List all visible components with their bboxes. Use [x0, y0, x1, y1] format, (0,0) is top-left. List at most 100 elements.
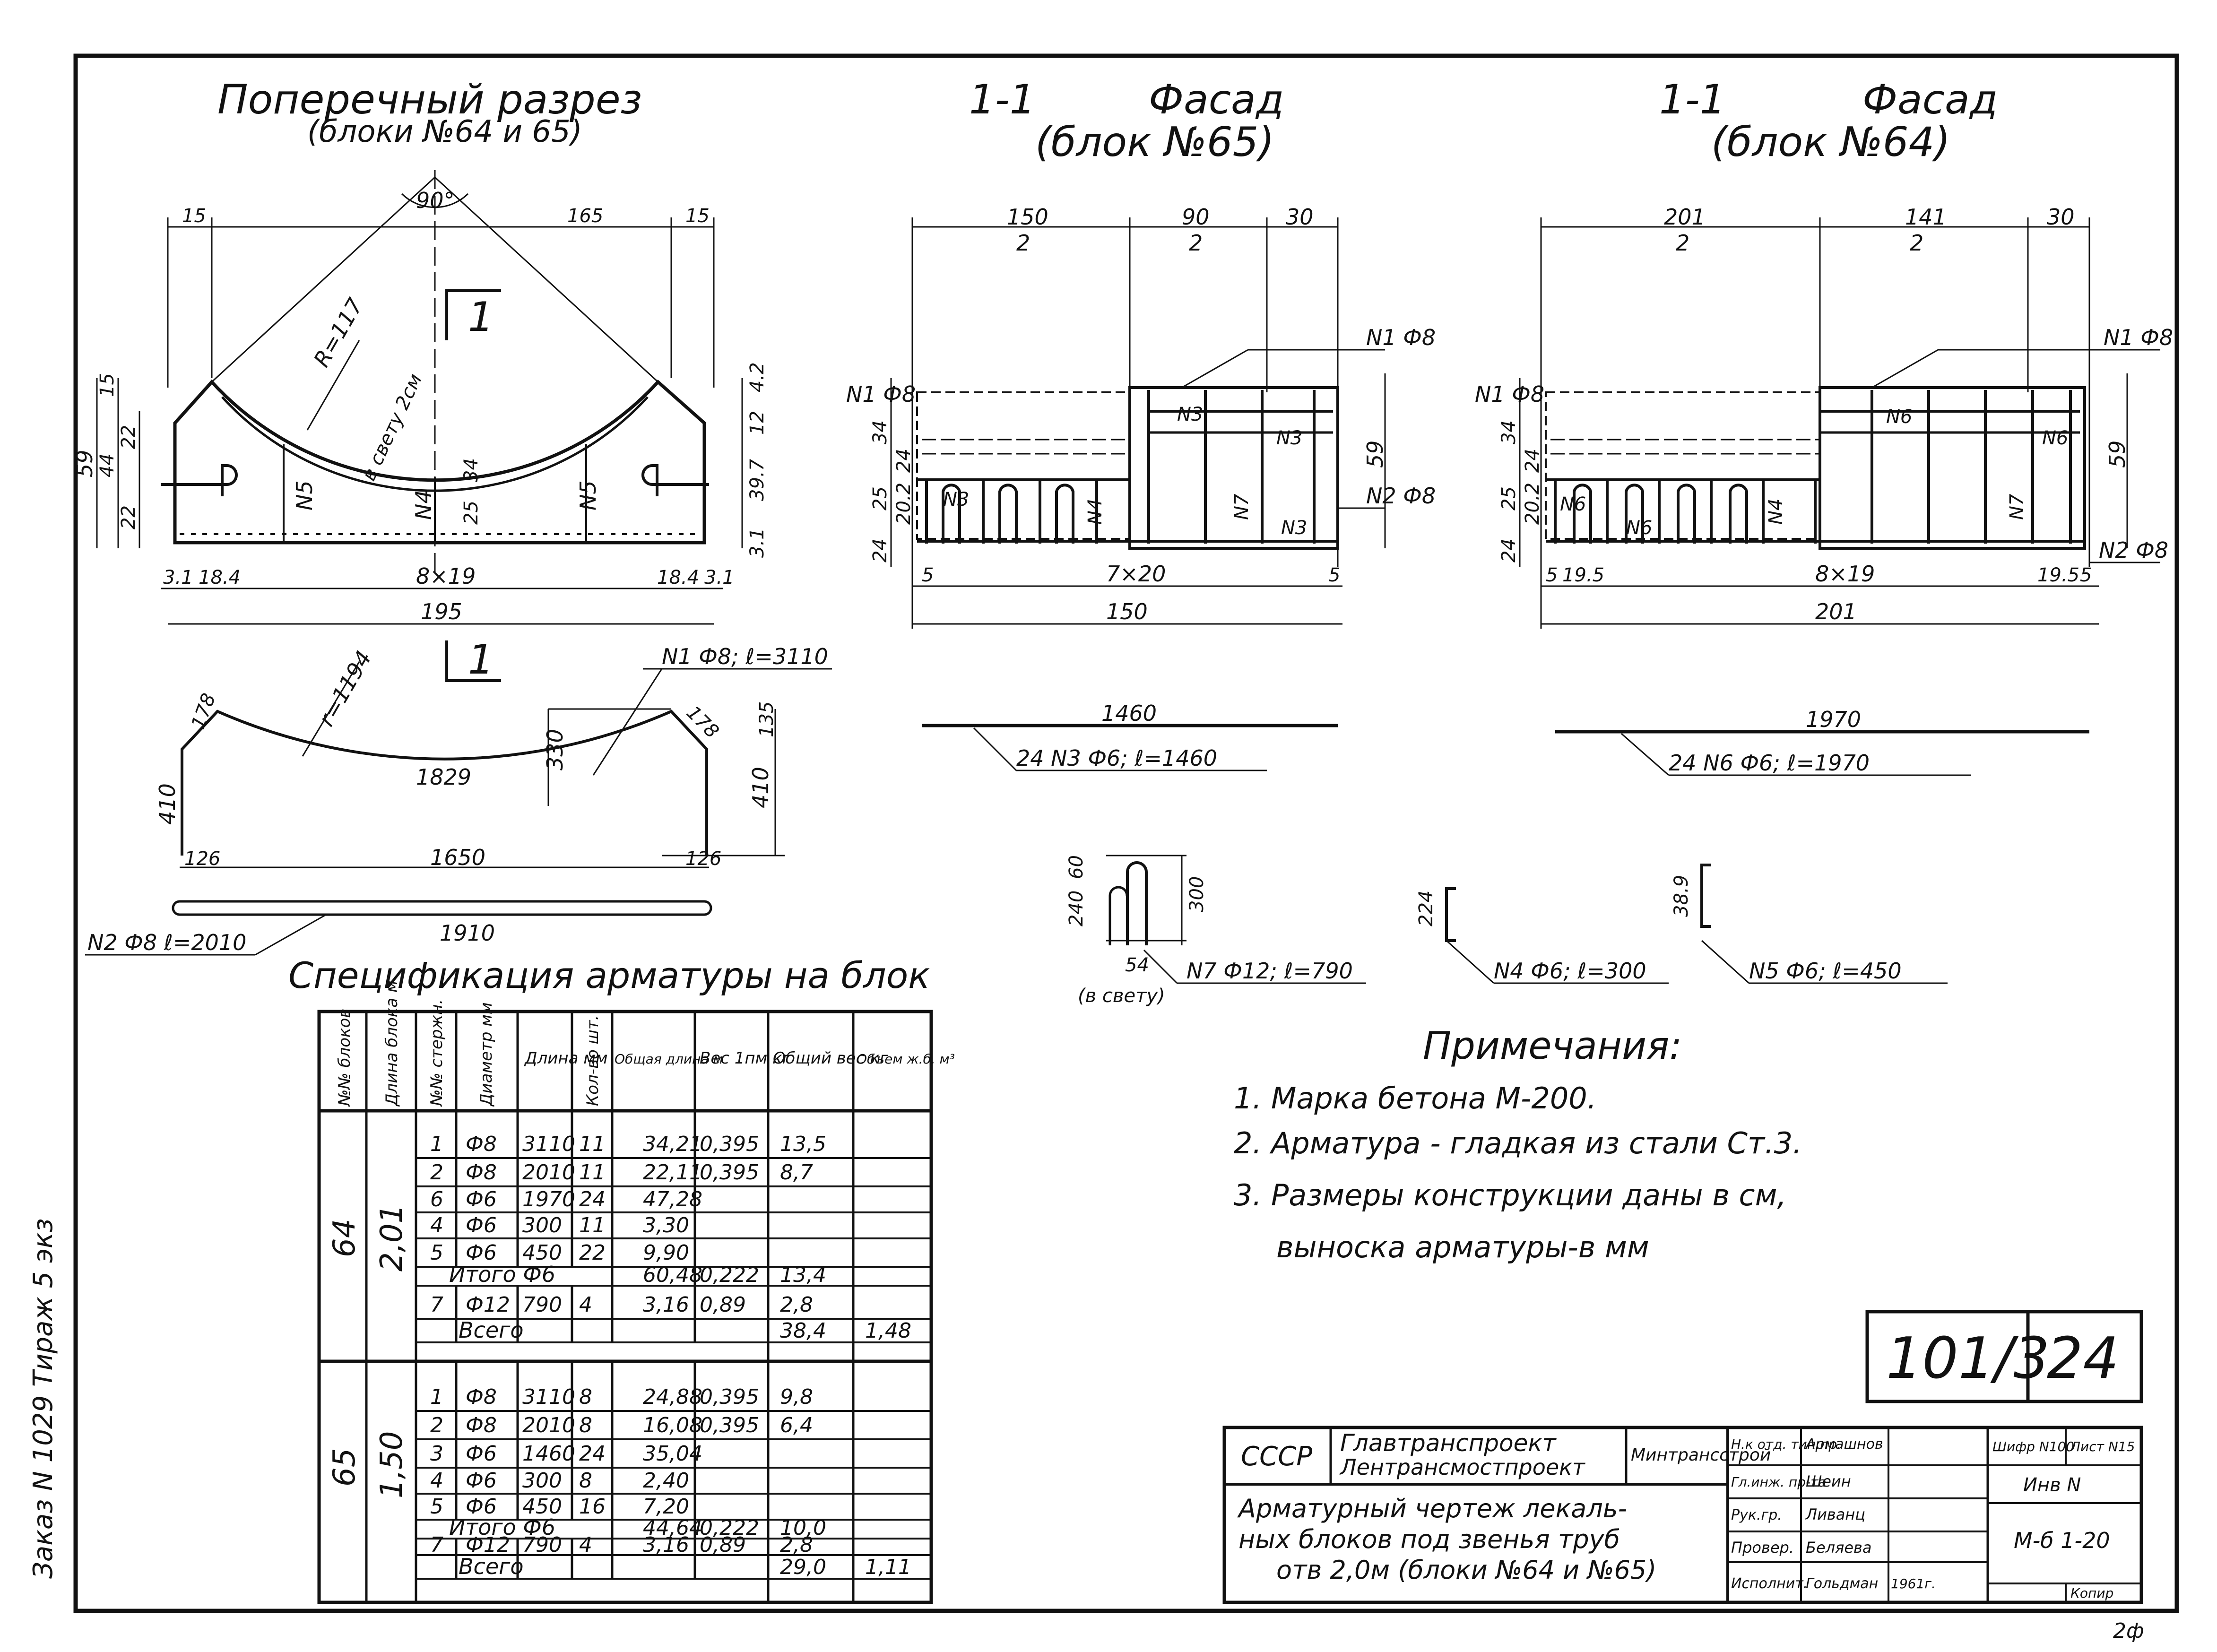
cross-section-subtitle: (блоки №64 и 65) [307, 114, 582, 149]
cell: 22 [579, 1241, 606, 1265]
right-dim-3: 3.1 [746, 528, 768, 558]
cell: Ф8 [466, 1413, 497, 1437]
cell: 7 [430, 1533, 443, 1557]
sheet-border [73, 53, 2179, 1613]
cell: 16 [579, 1495, 606, 1519]
n7-label: N7 Ф12; ℓ=790 [1186, 958, 1353, 984]
cell: 4 [579, 1533, 592, 1557]
facade-64-left-3: 25 [1498, 486, 1520, 510]
n6-length: 1970 [1806, 707, 1861, 732]
facade-64-bar-7: N7 [2006, 493, 2028, 520]
facade-64-bottom-0: 5 [1546, 564, 1558, 586]
table-row-subtotal: Итого Ф6 44,64 0,222 10,0 [449, 1514, 826, 1540]
cell: 3 [430, 1442, 443, 1466]
n2-span: 1910 [440, 920, 495, 946]
radius-label: R=117 [309, 294, 368, 371]
inner-dim-34: 34 [460, 458, 482, 482]
tb-name-2: Ливанц [1805, 1505, 1865, 1523]
block-outline [173, 379, 706, 545]
cell: 8,7 [780, 1160, 813, 1185]
title-block: СССР Главтранспроект Лентрансмостпроект … [1222, 1426, 2143, 1604]
stamp-code: 101/3 [1886, 1326, 2050, 1392]
cell: 3,30 [643, 1213, 689, 1237]
right-dim-2: 39.7 [746, 458, 768, 501]
tb-name-4: Гольдман [1806, 1575, 1878, 1592]
facade-65-dim-4: 30 [1286, 204, 1314, 230]
facade-65-bottom-2: 5 [1328, 564, 1340, 586]
cell: 60,48 [643, 1263, 702, 1287]
margin-corner-text: 2ф [2113, 1619, 2144, 1643]
facade-65-left-3: 25 [869, 486, 891, 510]
facade-64-left-0: 34 [1498, 420, 1520, 444]
cell: 300 [522, 1213, 562, 1237]
cell: 24 [579, 1442, 606, 1466]
cell: Итого Ф6 [449, 1262, 555, 1287]
section-arrow-top [445, 289, 501, 340]
spec-group-64-rows: 1 Ф8 3110 11 34,21 0,395 13,5 2 Ф8 2010 … [430, 1132, 911, 1343]
tb-title-3: отв 2,0м (блоки №64 и №65) [1276, 1555, 1656, 1585]
cell: 38,4 [780, 1319, 826, 1343]
cell: 1970 [522, 1187, 575, 1211]
cell: 450 [522, 1241, 562, 1265]
cell: 22,11 [643, 1160, 702, 1185]
facade-64-bar-2: N6 [1886, 406, 1912, 428]
cell: Ф6 [466, 1469, 497, 1493]
facade-65-bottom-0: 5 [922, 564, 934, 586]
margin-order-text: Заказ N 1029 Тираж 5 экз [28, 1219, 59, 1579]
facade-64-bar-0: N1 Ф8 [2104, 325, 2173, 350]
facade-64-dim-2: 141 [1905, 204, 1947, 230]
bar-n2-drawing: N2 Ф8 ℓ=2010 1910 [85, 900, 712, 956]
spec-header-0: №№ блоков [335, 1009, 354, 1107]
inner-dim-25: 25 [460, 501, 482, 525]
cell: Ф6 [466, 1187, 497, 1211]
notes: Примечания: 1. Марка бетона М-200. 2. Ар… [1234, 1024, 1802, 1264]
spec-title: Спецификация арматуры на блок [288, 954, 930, 996]
cell: Ф12 [466, 1293, 510, 1317]
bar-n5-drawing: 38.9 N5 Ф6; ℓ=450 [1671, 864, 1948, 984]
bottom-dim-1: 18.4 [199, 567, 241, 588]
n7-dim-0: 240 [1065, 891, 1087, 926]
bottom-dim-3: 18.4 [657, 567, 699, 588]
spec-header-5: Кол-во шт. [583, 1015, 602, 1106]
cell: 7,20 [643, 1495, 689, 1519]
cell: Всего [459, 1317, 523, 1343]
cell: 7 [430, 1293, 443, 1317]
cell: 2,40 [643, 1469, 689, 1493]
table-row: 4 Ф6 300 11 3,30 [430, 1213, 689, 1237]
clear-label: в свету 2см [358, 371, 426, 484]
tb-title-1: Арматурный чертеж лекаль- [1237, 1494, 1627, 1523]
tb-org1: Главтранспроект [1340, 1429, 1557, 1457]
spec-block-65: 65 [327, 1448, 362, 1487]
cell: 6,4 [780, 1413, 813, 1437]
facade-64-bar-1: N2 Ф8 [2099, 537, 2168, 563]
note-2: 2. Арматура - гладкая из стали Ст.3. [1234, 1126, 1802, 1160]
tb-code: М-б 1-20 [2014, 1528, 2110, 1553]
right-dim-0: 4.2 [746, 362, 768, 392]
cell: 3110 [522, 1132, 575, 1156]
cell: 2010 [522, 1160, 575, 1185]
table-row: 3 Ф6 1460 24 35,04 [430, 1442, 702, 1466]
facade-64-dim-3: 2 [1910, 230, 1923, 256]
n3-length: 1460 [1101, 701, 1157, 726]
facade-64-dim-0: 201 [1664, 204, 1706, 230]
bar-n3-drawing: 1460 24 N3 Ф6; ℓ=1460 [922, 701, 1338, 771]
facade-65-view: 1-1 Фасад (блок №65) 150 2 90 2 30 [846, 76, 1436, 629]
facade-64-view: 1-1 Фасад (блок №64) 201 2 141 2 30 [1475, 76, 2173, 629]
left-dim-3: 59 [72, 450, 97, 477]
cell: 1,48 [865, 1319, 911, 1343]
tb-role-3: Провер. [1731, 1539, 1794, 1557]
n5-label: N5 Ф6; ℓ=450 [1749, 958, 1902, 984]
facade-65-dim-1: 2 [1016, 230, 1030, 256]
facade-64-subtitle: (блок №64) [1711, 119, 1950, 166]
facade-64-bar-3: N6 [2042, 427, 2068, 449]
n3-label: 24 N3 Ф6; ℓ=1460 [1016, 745, 1217, 771]
facade-64-bar-6: N4 [1765, 499, 1787, 525]
cell: 10,0 [780, 1516, 826, 1540]
spec-header-7: Вес 1пм кг [700, 1049, 791, 1068]
n7-clear: (в свету) [1078, 985, 1165, 1007]
cell: 1 [430, 1132, 443, 1156]
cell: 11 [579, 1132, 606, 1156]
left-dim-0: 15 [96, 373, 118, 397]
n1-height-right: 410 [748, 767, 773, 808]
n5-dim: 38.9 [1671, 875, 1692, 917]
